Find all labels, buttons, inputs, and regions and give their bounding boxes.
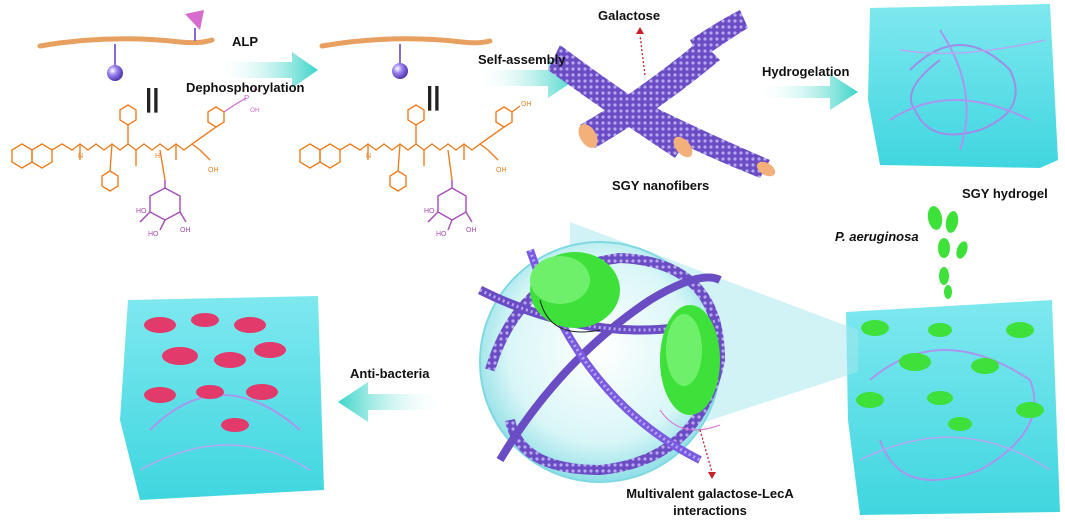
hydrogelation-arrow bbox=[760, 74, 858, 110]
dephosphorylation-label: Dephosphorylation bbox=[186, 80, 305, 95]
sgy-nanofibers-illustration bbox=[548, 10, 776, 178]
sugar-structure-2 bbox=[427, 180, 473, 231]
alp-arrow bbox=[220, 52, 318, 88]
bacteria-loaded-gel bbox=[846, 300, 1060, 515]
anti-bacteria-label: Anti-bacteria bbox=[350, 366, 430, 381]
svg-text:N: N bbox=[366, 153, 371, 160]
multivalent-label-line1: Multivalent galactose-LecA bbox=[626, 486, 794, 501]
svg-text:OH: OH bbox=[496, 167, 507, 174]
sgy-nanofibers-label: SGY nanofibers bbox=[612, 178, 710, 193]
phosphate-group bbox=[223, 97, 247, 113]
multivalent-label-line2: interactions bbox=[673, 503, 747, 518]
p-aeruginosa-label: P. aeruginosa bbox=[835, 229, 919, 244]
bead-icon-2 bbox=[392, 63, 408, 79]
dephosphorylated-molecule: || bbox=[319, 36, 493, 111]
n-label: N bbox=[78, 153, 83, 160]
p-label: P bbox=[244, 94, 249, 103]
chemical-structure-dephosphorylated bbox=[299, 104, 521, 192]
self-assembly-label: Self-assembly bbox=[478, 52, 566, 67]
anti-bacteria-gel bbox=[120, 296, 324, 500]
chemical-structure-phosphorylated bbox=[11, 104, 225, 192]
galactose-label: Galactose bbox=[598, 8, 661, 23]
svg-text:||: || bbox=[426, 81, 441, 111]
sgy-hydrogel-illustration bbox=[868, 4, 1058, 168]
svg-text:HO: HO bbox=[436, 231, 447, 238]
sugar-ho-label-2: HO bbox=[148, 231, 159, 238]
oh-label: OH bbox=[208, 167, 219, 174]
svg-text:HO: HO bbox=[424, 208, 435, 215]
sugar-oh-label: OH bbox=[180, 227, 191, 234]
bacteria-cluster-icon bbox=[927, 206, 968, 299]
anti-bacteria-arrow bbox=[338, 382, 440, 422]
svg-text:OH: OH bbox=[250, 87, 260, 94]
svg-text:OH: OH bbox=[250, 107, 260, 114]
alp-label: ALP bbox=[232, 34, 258, 49]
svg-text:OH: OH bbox=[521, 101, 532, 108]
sugar-structure-1 bbox=[139, 180, 187, 231]
bead-icon bbox=[107, 65, 123, 81]
precursor-molecule: || bbox=[37, 10, 215, 113]
svg-text:OH: OH bbox=[466, 227, 477, 234]
sugar-ho-label: HO bbox=[136, 208, 147, 215]
sgy-hydrogel-label: SGY hydrogel bbox=[962, 186, 1048, 201]
hydrogelation-label: Hydrogelation bbox=[762, 64, 850, 79]
phosphate-flag-icon bbox=[185, 10, 204, 30]
svg-text:||: || bbox=[145, 83, 160, 113]
h-label: H bbox=[155, 153, 160, 160]
zoom-sphere bbox=[477, 222, 858, 483]
